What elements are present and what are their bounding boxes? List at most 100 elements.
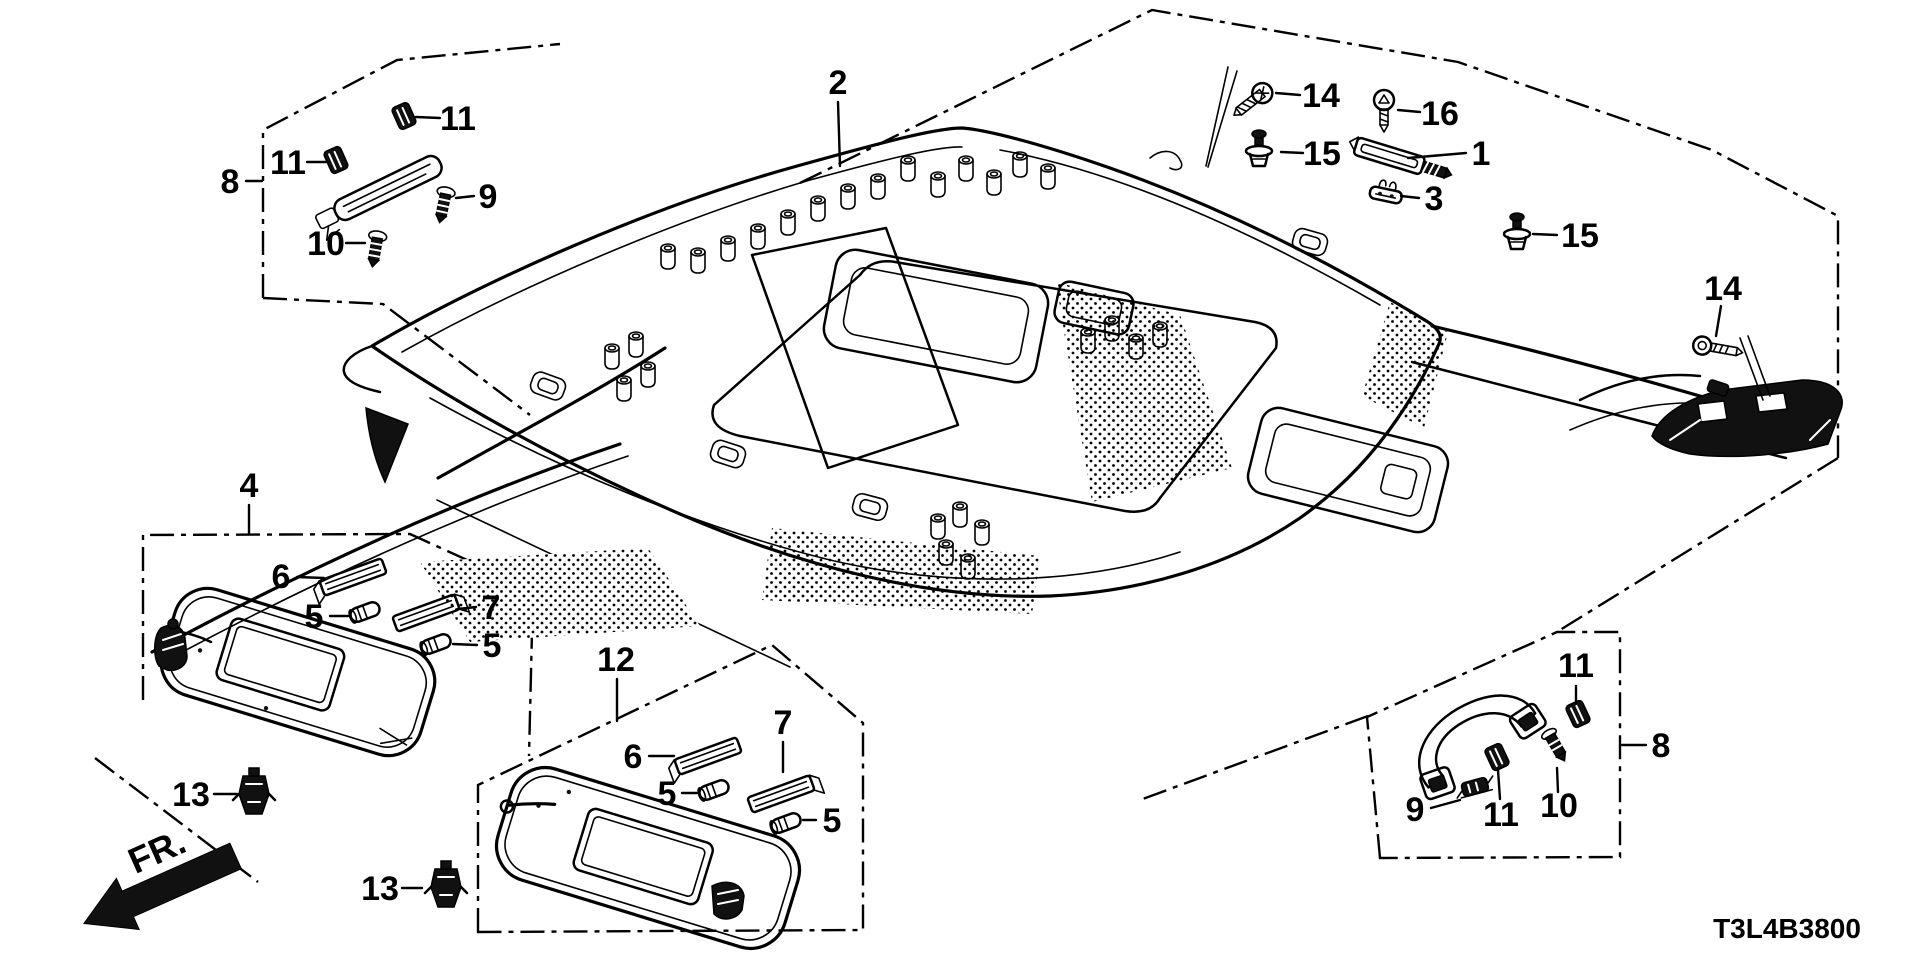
leader-7-left — [456, 605, 478, 611]
roof-front-edge-line-a — [150, 442, 622, 654]
stipple-shade-center-right — [1056, 282, 1232, 502]
clip-15-left — [1244, 128, 1274, 168]
callout-label-15-left: 15 — [1303, 135, 1341, 173]
pointer-line-14-right — [1739, 335, 1771, 401]
callout-label-2: 2 — [829, 64, 848, 102]
holder-bracket-7 — [391, 593, 471, 633]
roof-crease-line — [436, 346, 667, 480]
callout-label-4: 4 — [240, 467, 259, 505]
callout-label-5-left-1: 5 — [305, 598, 324, 636]
boundary-box-grab-rail-top-bottom — [262, 296, 531, 416]
callout-label-5-center-1: 5 — [658, 775, 677, 813]
leader-9-bottom — [1429, 798, 1462, 810]
roof-antenna-wire — [1149, 150, 1183, 171]
mount-tab — [707, 437, 749, 471]
screw-9 — [429, 184, 457, 226]
visor-clip-13-left — [231, 767, 277, 815]
leader-5-left-2 — [451, 642, 479, 647]
stipple-shade-right — [1362, 302, 1448, 428]
leader-3 — [1399, 194, 1421, 200]
callout-label-7-center: 7 — [774, 704, 793, 742]
pin-5 — [697, 779, 730, 802]
callout-label-5-left-2: 5 — [483, 627, 502, 665]
pin-5 — [769, 812, 802, 835]
roof-lining-drawing — [150, 126, 1843, 665]
roof-outer-outline — [370, 126, 1442, 598]
roof-left-pillar-wedge — [365, 406, 409, 484]
callout-label-3: 3 — [1425, 180, 1444, 218]
sun-visor-left-pivot — [154, 618, 213, 672]
callout-label-15-right: 15 — [1561, 217, 1599, 255]
fr-direction-indicator: FR. — [83, 821, 242, 931]
callout-label-11-top-left: 11 — [270, 144, 306, 182]
stipple-shade-bottom-left — [420, 548, 700, 642]
fr-arrow-icon — [83, 842, 242, 931]
leader-11-br-bottom — [1496, 768, 1502, 801]
boundary-box-grab-rail-bottom — [1365, 630, 1622, 860]
boundary-main-enclosure-bottom-right — [1139, 456, 1839, 802]
callout-label-9-bottom: 9 — [1406, 791, 1425, 829]
roof-front-edge-line-b — [159, 455, 629, 665]
cap-clip-11 — [389, 100, 419, 132]
leader-11-top-right — [414, 115, 442, 120]
callout-label-5-center-2: 5 — [823, 802, 842, 840]
sun-visor-left-body — [159, 586, 437, 758]
clip-15-right — [1502, 211, 1532, 251]
leader-15-left — [1279, 150, 1305, 155]
leader-1 — [1406, 151, 1468, 160]
sun-visor-assembly-center — [423, 736, 826, 950]
roof-inner-edge-right — [999, 149, 1381, 306]
bracket-1 — [1348, 136, 1453, 180]
boundary-box-visor-center — [476, 643, 865, 934]
pin-5 — [348, 601, 381, 624]
top-right-fasteners — [1205, 66, 1771, 401]
grab-rail-assembly-top — [315, 100, 457, 270]
holder-bracket-6 — [667, 736, 743, 784]
pin-5 — [419, 633, 452, 656]
cap-clip-11 — [321, 144, 351, 176]
callout-label-16: 16 — [1421, 95, 1459, 133]
boundary-box-visor-left — [141, 532, 535, 757]
stipple-shade-center-left — [750, 226, 960, 470]
callout-label-11-top-right: 11 — [440, 100, 476, 138]
callouts: 2 8 11 11 9 10 14 16 15 1 3 15 14 4 6 5 … — [172, 64, 1742, 908]
grab-rail — [315, 154, 443, 241]
rear-console-cutout — [1246, 406, 1450, 534]
grab-handle — [1418, 694, 1547, 801]
holder-bracket-7 — [746, 774, 826, 814]
leader-10-bottom — [1555, 766, 1560, 794]
callout-label-9-top: 9 — [479, 178, 498, 216]
holder-bracket-6 — [312, 557, 388, 605]
pointer-line-14-left — [1205, 66, 1238, 168]
stipple-shade-bottom-center — [762, 528, 1040, 614]
leader-6-left — [295, 575, 326, 580]
sun-visor-center-body — [494, 766, 802, 950]
boundary-main-enclosure-top — [799, 8, 1840, 458]
roof-left-corner-flap — [342, 344, 382, 394]
mount-tab — [849, 491, 891, 523]
callout-label-14-right: 14 — [1704, 270, 1742, 308]
sun-visor-assembly-left — [154, 557, 471, 815]
callout-label-6-center: 6 — [624, 738, 643, 776]
leader-16 — [1396, 108, 1422, 114]
mount-tab — [527, 369, 569, 403]
callout-label-1: 1 — [1472, 135, 1491, 173]
rear-pillar-curve-a — [1578, 373, 1702, 402]
callout-label-11-br-top: 11 — [1558, 647, 1594, 685]
screw-16 — [1372, 88, 1396, 133]
screw-10 — [1540, 727, 1567, 762]
cap-clip-11 — [1563, 698, 1593, 730]
callout-label-6-left: 6 — [272, 558, 291, 596]
leader-9-top — [454, 194, 476, 200]
leader-14-right — [1714, 304, 1723, 338]
callout-label-10-top: 10 — [307, 225, 345, 263]
overhead-console-cutout — [822, 248, 1050, 384]
sun-visor-center-pivot — [711, 881, 745, 920]
grab-rail-assembly-bottom — [1418, 694, 1593, 801]
sunroof-opening — [711, 260, 1278, 513]
callout-label-7-left: 7 — [482, 589, 501, 627]
clip-3 — [1368, 179, 1404, 205]
visor-clip-13-center — [423, 860, 469, 908]
